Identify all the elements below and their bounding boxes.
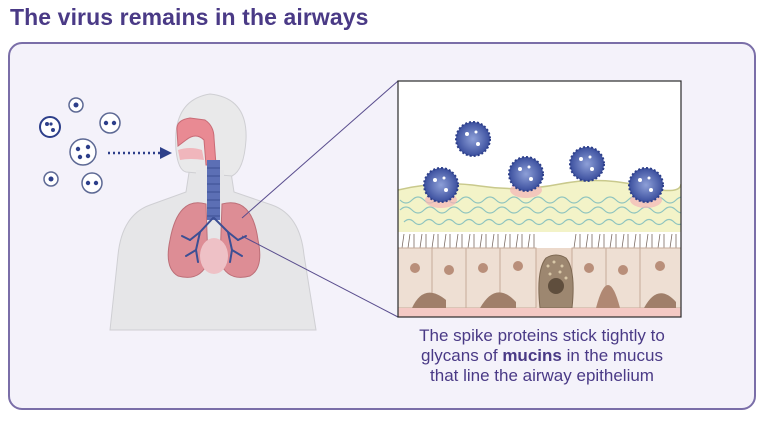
airborne-particles <box>39 97 121 194</box>
trachea <box>207 160 220 220</box>
epithelium-inset <box>398 81 681 317</box>
virus <box>569 146 605 182</box>
cilia <box>401 233 677 249</box>
caption-line-2-end: in the mucus <box>561 346 663 365</box>
particle <box>39 116 61 138</box>
virus-particles <box>423 121 664 203</box>
inhalation-arrow <box>108 147 172 159</box>
virus <box>423 167 459 203</box>
particle <box>81 172 103 194</box>
upper-airway <box>176 117 217 166</box>
caption-mucins-term: mucins <box>502 346 562 365</box>
zoom-lines <box>241 80 399 318</box>
particle <box>99 112 121 134</box>
caption-line-2: glycans of mucins in the mucus <box>372 346 712 366</box>
inset-border <box>397 80 682 318</box>
epithelial-cells <box>398 247 681 317</box>
virus <box>455 121 491 157</box>
caption-line-3: that line the airway epithelium <box>430 366 654 385</box>
particle <box>43 171 59 187</box>
particle <box>69 138 97 166</box>
caption: The spike proteins stick tightly to glyc… <box>372 326 712 386</box>
caption-line-2-start: glycans of <box>421 346 503 365</box>
caption-line-1: The spike proteins stick tightly to <box>419 326 665 345</box>
figure-title: The virus remains in the airways <box>10 4 369 30</box>
virus <box>628 167 664 203</box>
lungs <box>167 202 261 278</box>
virus <box>508 156 544 192</box>
particle <box>68 97 84 113</box>
